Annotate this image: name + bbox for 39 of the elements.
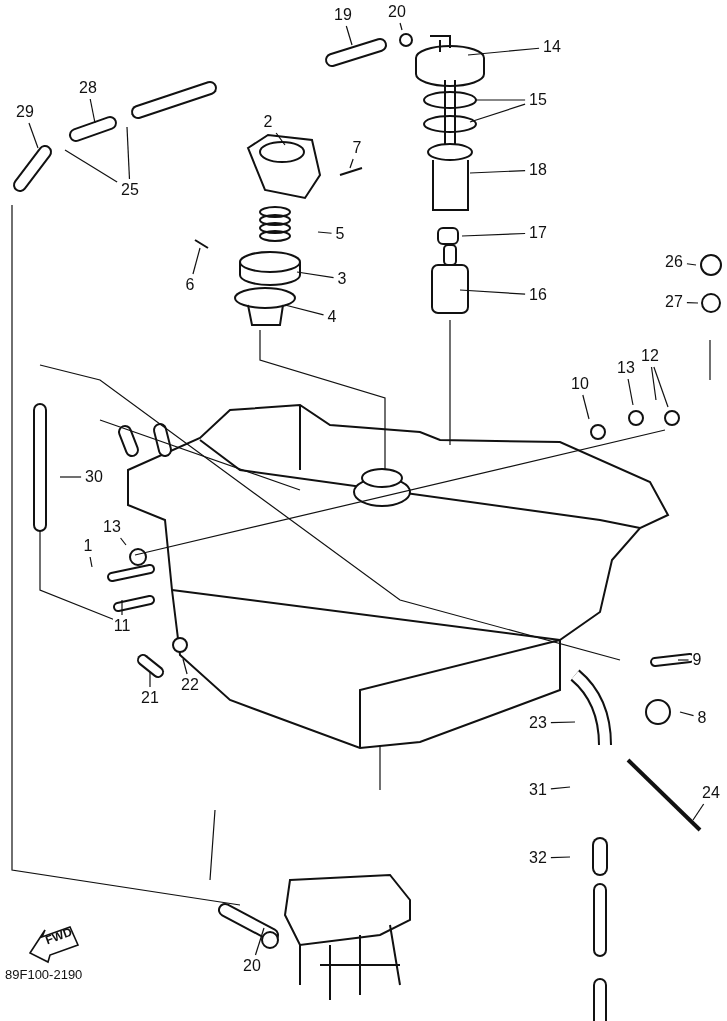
leader-line (461, 232, 526, 237)
leader-line (550, 786, 571, 790)
leader-line (677, 659, 690, 661)
leader-line (349, 158, 354, 169)
leader-line (469, 169, 526, 174)
direction-label: FWD (43, 924, 74, 948)
leader-line (550, 721, 576, 724)
leader-line (653, 366, 669, 408)
leader-line (64, 149, 118, 183)
leader-line (399, 22, 403, 31)
leader-line (149, 671, 151, 688)
leader-line (89, 98, 96, 124)
leader-line (192, 247, 201, 275)
leader-line (459, 289, 526, 295)
leader-line (284, 304, 325, 316)
leader-line (550, 856, 571, 859)
leader-line (182, 658, 188, 675)
leader-line (467, 47, 540, 56)
leader-line (28, 122, 39, 149)
leader-line (89, 556, 93, 568)
leader-line (121, 599, 123, 616)
leader-line (296, 271, 335, 279)
leader-line (469, 103, 526, 123)
leader-line (692, 803, 705, 821)
leader-line (627, 378, 634, 406)
leader-line (686, 263, 697, 266)
leader-line (275, 132, 286, 146)
leader-line (317, 231, 333, 234)
leader-line (254, 927, 265, 956)
leader-line (650, 366, 657, 401)
leader-line (686, 301, 699, 304)
drawing-number: 89F100-2190 (5, 967, 83, 982)
leader-line (679, 711, 695, 717)
leader-line (119, 537, 127, 546)
leader-line (582, 394, 590, 420)
leader-line (59, 476, 82, 478)
leader-line (345, 25, 353, 46)
leader-line (474, 99, 526, 101)
leader-line (126, 126, 131, 180)
